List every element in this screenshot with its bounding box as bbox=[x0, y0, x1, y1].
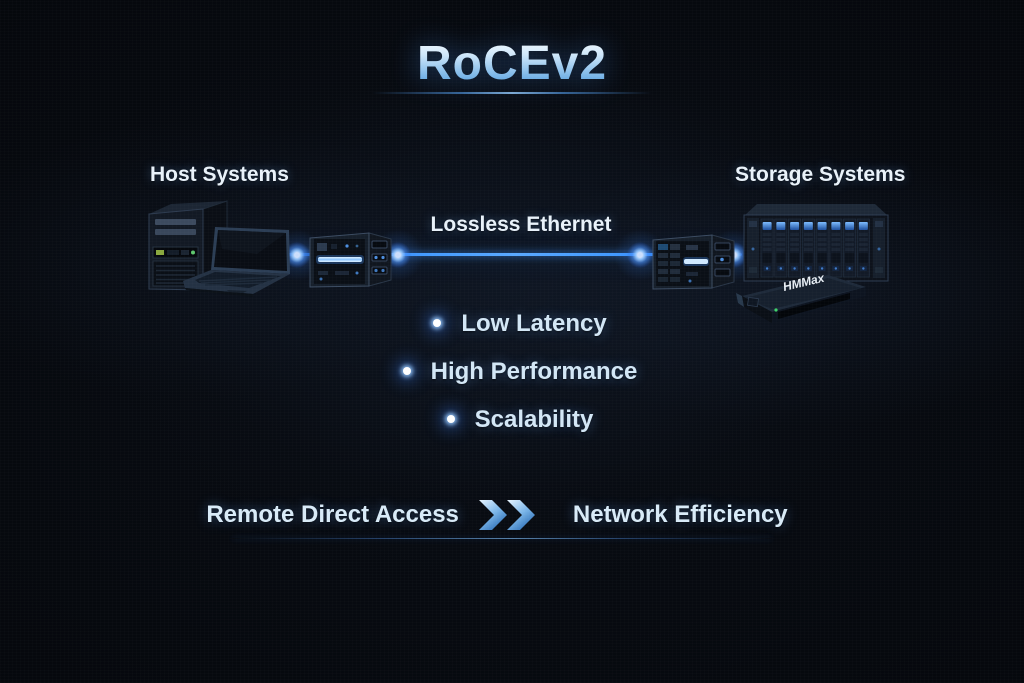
footer-left-label: Remote Direct Access bbox=[206, 501, 459, 528]
footer-flow-row: Remote Direct Access Network Efficiency bbox=[0, 500, 994, 530]
link-node-glow bbox=[627, 241, 653, 268]
ethernet-link-line bbox=[288, 253, 742, 256]
double-chevron-right-icon bbox=[478, 500, 553, 530]
bullet-item: Scalability bbox=[8, 406, 1024, 434]
bullet-item: High Performance bbox=[8, 358, 1024, 386]
laptop-icon bbox=[177, 224, 295, 299]
title-underline bbox=[372, 92, 652, 94]
bullet-label: Scalability bbox=[474, 406, 594, 433]
glow-dot-icon bbox=[402, 366, 411, 375]
host-systems-label: Host Systems bbox=[150, 163, 289, 186]
network-switch-icon bbox=[650, 230, 738, 294]
footer-underline bbox=[232, 538, 772, 539]
network-switch-icon bbox=[307, 228, 395, 292]
page-title: RoCEv2 bbox=[0, 36, 1024, 91]
footer-right-label: Network Efficiency bbox=[572, 501, 788, 528]
bullet-label: High Performance bbox=[430, 358, 638, 385]
feature-bullet-list: Low Latency High Performance Scalability bbox=[8, 310, 1024, 454]
storage-array-icon bbox=[741, 201, 891, 285]
rack-appliance-icon: HMMax bbox=[728, 270, 870, 326]
glow-dot-icon bbox=[433, 318, 442, 327]
storage-systems-label: Storage Systems bbox=[735, 163, 906, 186]
lossless-ethernet-label: Lossless Ethernet bbox=[430, 213, 612, 236]
bullet-label: Low Latency bbox=[461, 310, 607, 337]
glow-dot-icon bbox=[446, 414, 455, 423]
bullet-item: Low Latency bbox=[8, 310, 1024, 338]
